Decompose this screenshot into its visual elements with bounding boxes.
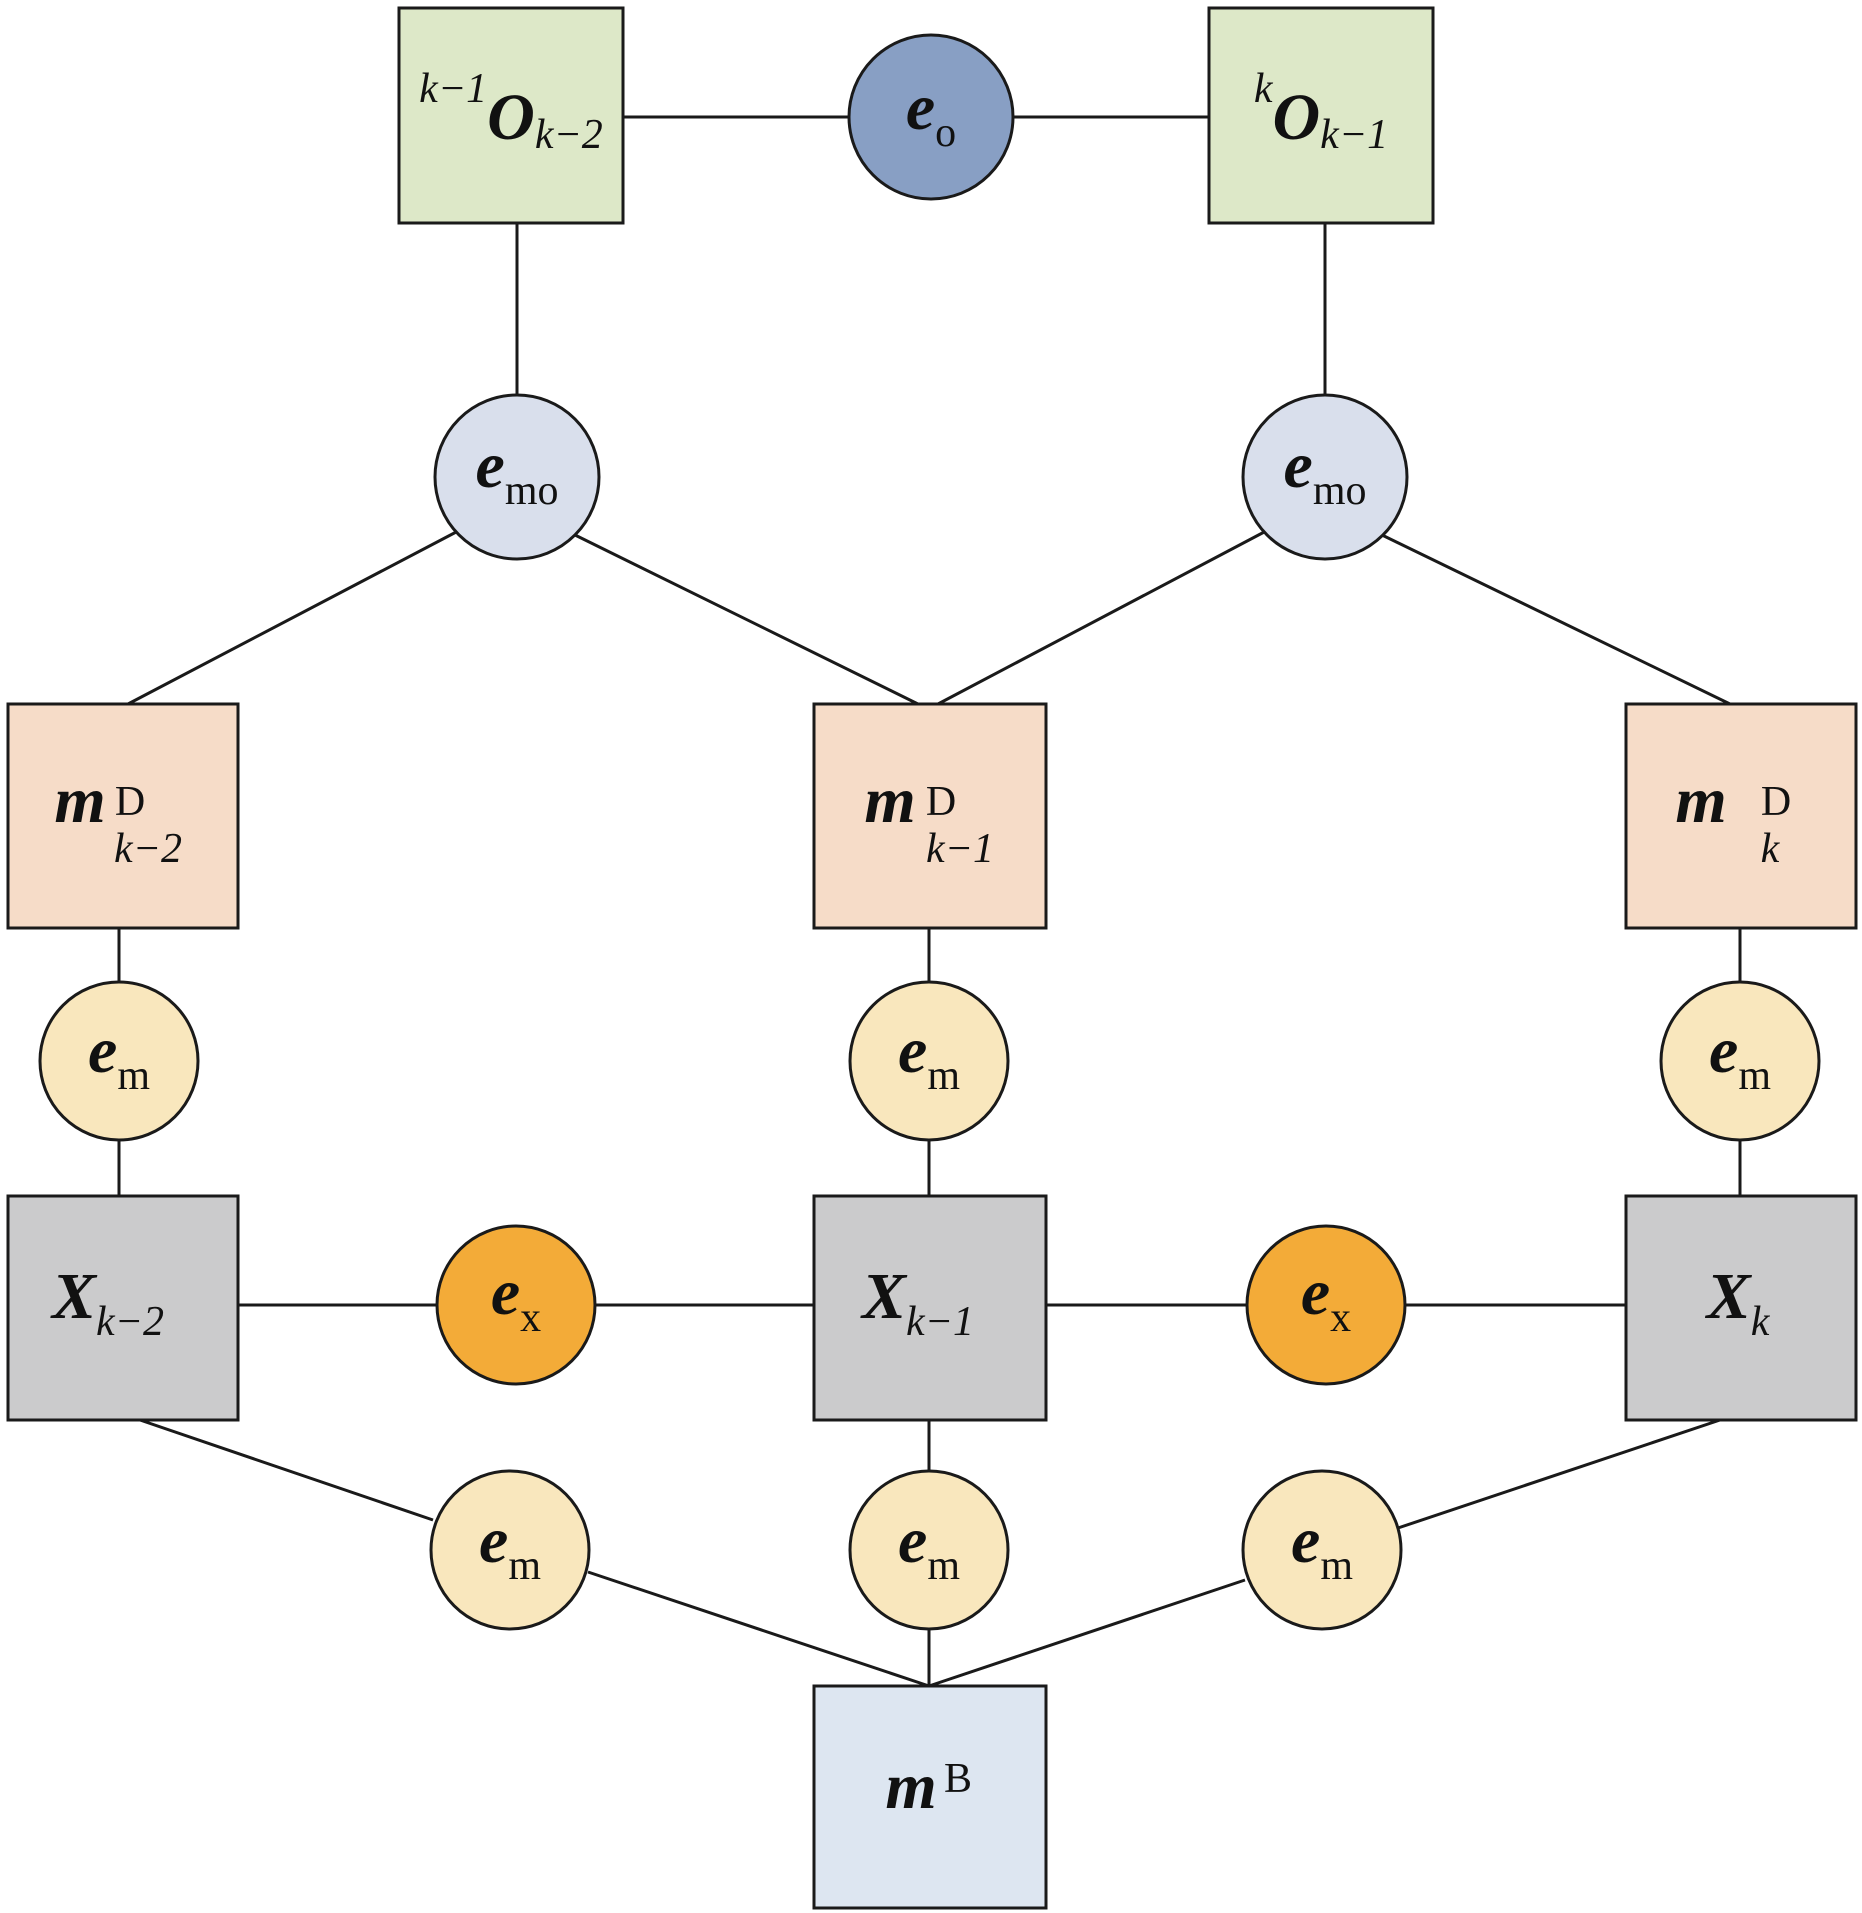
landmark-box	[812, 702, 1048, 930]
factor-circle	[1241, 1469, 1403, 1631]
node-landmark-mD-k-1[interactable]: m D k−1	[812, 702, 1048, 930]
pose-box	[1207, 6, 1435, 225]
factor-label: em	[1291, 1504, 1353, 1590]
state-box	[6, 1194, 240, 1422]
node-pose-O-k-2[interactable]: k−1Ok−2	[397, 6, 625, 225]
factor-label: emo	[1284, 429, 1367, 515]
factor-e-m-5[interactable]: em	[848, 1469, 1010, 1631]
edge-e_mo_right-mD_k	[1381, 533, 1731, 706]
factor-label: eo	[906, 71, 956, 157]
factor-label: em	[479, 1504, 541, 1590]
factor-label: emo	[476, 429, 559, 515]
node-state-X-k[interactable]: Xk	[1624, 1194, 1858, 1422]
factor-e-mo-left[interactable]: emo	[433, 393, 601, 561]
pose-label: k−1Ok−2	[419, 66, 603, 158]
node-state-X-k-1[interactable]: Xk−1	[812, 1194, 1048, 1422]
bias-sup: B	[944, 1756, 972, 1802]
state-box	[812, 1194, 1048, 1422]
factor-label: em	[88, 1014, 150, 1100]
factor-circle	[433, 393, 601, 561]
pose-label: kOk−1	[1254, 66, 1388, 158]
factor-label: em	[898, 1504, 960, 1590]
factor-label: ex	[1301, 1256, 1351, 1342]
node-bias-mB[interactable]: m B	[812, 1684, 1048, 1910]
factor-circle	[848, 1469, 1010, 1631]
nodes: k−1Ok−2 kOk−1 eo emo emo m D k−2	[6, 6, 1858, 1910]
state-label: Xk	[1705, 1260, 1771, 1346]
factor-e-x-left[interactable]: ex	[435, 1224, 597, 1386]
factor-e-mo-right[interactable]: emo	[1241, 393, 1409, 561]
state-label: Xk−2	[50, 1260, 164, 1346]
bias-box	[812, 1684, 1048, 1910]
landmark-sub: k−1	[926, 826, 994, 872]
bias-label: m	[885, 1750, 936, 1823]
pose-box	[397, 6, 625, 225]
edge-e_mo_left-mD_k2	[127, 528, 461, 706]
factor-circle	[435, 1224, 597, 1386]
landmark-box	[1624, 702, 1858, 930]
factor-e-m-6[interactable]: em	[1241, 1469, 1403, 1631]
edge-e_m_6-mB	[928, 1578, 1246, 1688]
factor-e-x-right[interactable]: ex	[1245, 1224, 1407, 1386]
node-state-X-k-2[interactable]: Xk−2	[6, 1194, 240, 1422]
landmark-label: m	[54, 764, 105, 837]
edge-e_mo_left-mD_k1	[574, 533, 919, 706]
landmark-label: m	[864, 764, 915, 837]
edges	[117, 115, 1742, 1688]
edge-e_mo_right-mD_k1	[937, 528, 1269, 706]
factor-e-m-2[interactable]: em	[848, 980, 1010, 1142]
landmark-sup: D	[926, 779, 956, 825]
factor-circle	[1245, 1224, 1407, 1386]
factor-label: ex	[491, 1256, 541, 1342]
factor-circle	[847, 33, 1015, 201]
landmark-sup: D	[1761, 779, 1791, 825]
factor-circle	[1659, 980, 1821, 1142]
edge-X_k2-e_m_4	[139, 1418, 434, 1522]
factor-label: em	[898, 1014, 960, 1100]
factor-circle	[1241, 393, 1409, 561]
factor-e-o[interactable]: eo	[847, 33, 1015, 201]
state-box	[1624, 1194, 1858, 1422]
state-label: Xk−1	[860, 1260, 974, 1346]
node-landmark-mD-k[interactable]: m D k	[1624, 702, 1858, 930]
landmark-sub: k−2	[114, 826, 182, 872]
edge-e_m_4-mB	[587, 1570, 930, 1688]
landmark-sub: k	[1761, 826, 1781, 872]
factor-circle	[848, 980, 1010, 1142]
edge-X_k-e_m_6	[1397, 1418, 1721, 1530]
landmark-sup: D	[115, 779, 145, 825]
factor-circle	[38, 980, 200, 1142]
node-pose-O-k-1[interactable]: kOk−1	[1207, 6, 1435, 225]
landmark-label: m	[1675, 764, 1726, 837]
factor-label: em	[1709, 1014, 1771, 1100]
node-landmark-mD-k-2[interactable]: m D k−2	[6, 702, 240, 930]
landmark-box	[6, 702, 240, 930]
factor-circle	[429, 1469, 591, 1631]
factor-e-m-4[interactable]: em	[429, 1469, 591, 1631]
factor-e-m-1[interactable]: em	[38, 980, 200, 1142]
factor-e-m-3[interactable]: em	[1659, 980, 1821, 1142]
